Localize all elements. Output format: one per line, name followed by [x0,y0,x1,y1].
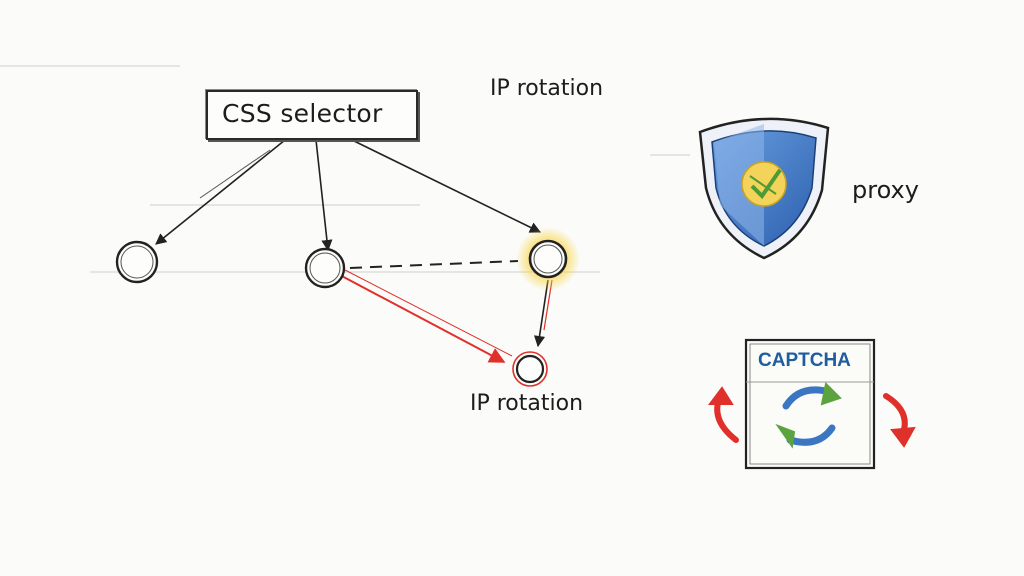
refresh-icon [775,381,842,449]
rotate-left-arrow-icon [708,386,739,443]
node-right-highlighted [516,227,580,291]
node-middle [304,247,346,289]
node-bottom [512,351,548,387]
arrow-to-right-node [351,139,542,233]
arrow-to-middle-node [315,139,333,252]
arrow-to-left-node [155,139,286,245]
captcha-label: CAPTCHA [758,350,851,371]
css-selector-label: CSS selector [222,99,383,128]
ip-rotation-label-top: IP rotation [490,76,604,101]
selector-arrows [155,139,542,252]
captcha-box [744,338,876,470]
shield-icon [698,117,830,260]
ip-rotation-label-bottom: IP rotation [470,391,584,416]
css-selector-box [206,90,418,140]
node-left [115,240,159,284]
sketch-guide-lines [0,65,690,273]
dashed-link [349,260,519,269]
arrow-right-to-bottom [533,279,549,348]
rotate-right-arrow-icon [883,393,916,448]
proxy-label: proxy [852,176,919,204]
